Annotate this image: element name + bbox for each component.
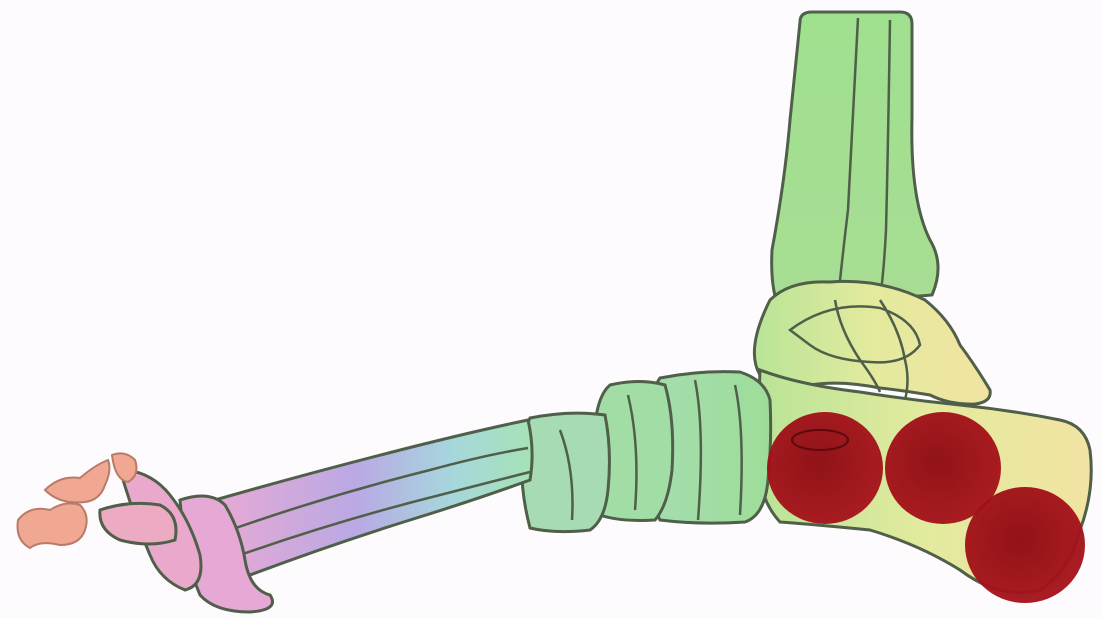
tibia-bone [772, 12, 938, 310]
pressure-zone-3 [965, 487, 1085, 603]
midfoot-bones [522, 372, 771, 532]
pressure-zone-1 [767, 412, 883, 524]
metatarsal-bones [215, 420, 532, 575]
